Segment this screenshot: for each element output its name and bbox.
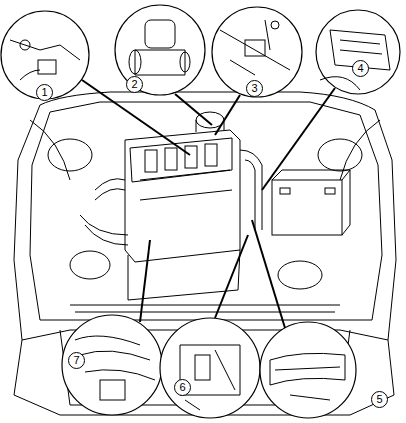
- callout-number: 1: [36, 84, 53, 101]
- callout-number: 6: [174, 379, 191, 396]
- callout-number: 2: [126, 76, 143, 93]
- callout-number: 4: [352, 60, 369, 77]
- callout-number: 5: [371, 391, 388, 408]
- callout-number: 7: [68, 352, 85, 369]
- callout-number: 3: [246, 80, 263, 97]
